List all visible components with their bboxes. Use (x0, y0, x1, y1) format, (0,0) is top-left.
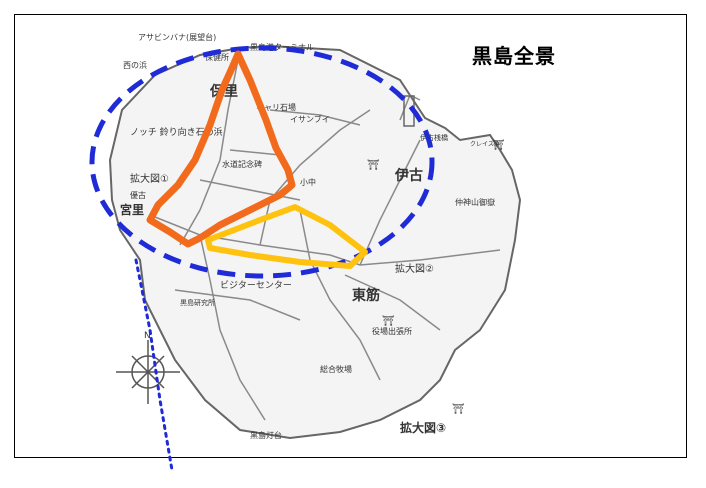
label-kiyari: キャリ石場 (256, 102, 296, 112)
label-kurage: クレイス浜 (470, 140, 500, 148)
label-kakudai3: 拡大図③ (400, 420, 446, 435)
label-kuroshima-port: 黒島港ターミナル (250, 42, 314, 52)
label-kakudai2: 拡大図② (395, 262, 434, 275)
yellow-route (205, 204, 368, 269)
label-jinja: 仲神山御嶽 (455, 197, 495, 207)
label-isa: イサンブイ (290, 114, 330, 124)
shrine-icon: ⛩ (367, 159, 380, 171)
orange-route (146, 50, 296, 248)
map-title: 黒島全景 (472, 44, 556, 68)
map-labels: アサビンバナ(展望台) 黒島港ターミナル 西の浜 保健所 保里 キャリ石場 イサ… (120, 32, 500, 440)
shrine-icon: ⛩ (382, 315, 395, 327)
label-yuko: 優古 (130, 190, 146, 200)
shrine-markers: ⛩ ⛩ ⛩ ⛩ (367, 139, 505, 415)
label-soubou: 総合牧場 (320, 364, 352, 374)
label-higashisuji: 東筋 (352, 287, 380, 304)
label-miyasato: 宮里 (120, 202, 144, 217)
label-hokenjo: 保健所 (205, 52, 229, 62)
label-asagi: アサビンバナ(展望台) (138, 32, 216, 42)
dotted-connector-line (134, 258, 174, 472)
label-suidou: 水道記念碑 (222, 159, 262, 169)
label-nishi: 西の浜 (123, 60, 147, 70)
label-ko: 小中 (300, 177, 316, 187)
label-kakudai1: 拡大図① (130, 172, 169, 185)
highlight-ellipse (89, 45, 435, 279)
shrine-icon: ⛩ (452, 403, 465, 415)
label-visitor: ビジターセンター (220, 280, 292, 291)
shrine-icon: ⛩ (492, 139, 505, 151)
label-ike: 伊古 (394, 167, 423, 184)
label-todai: 黒島灯台 (250, 430, 282, 440)
label-kuroshima-kenkyu: 黒島研究所 (180, 298, 215, 307)
compass-north-label: N (144, 331, 151, 341)
label-iseki: 伊古桟橋 (420, 133, 448, 142)
road-network (149, 49, 501, 421)
compass-rose-icon (116, 340, 180, 404)
label-yaku: 役場出張所 (372, 326, 412, 336)
label-nocchi: ノッチ 鈴り向き石の浜 (130, 126, 223, 138)
